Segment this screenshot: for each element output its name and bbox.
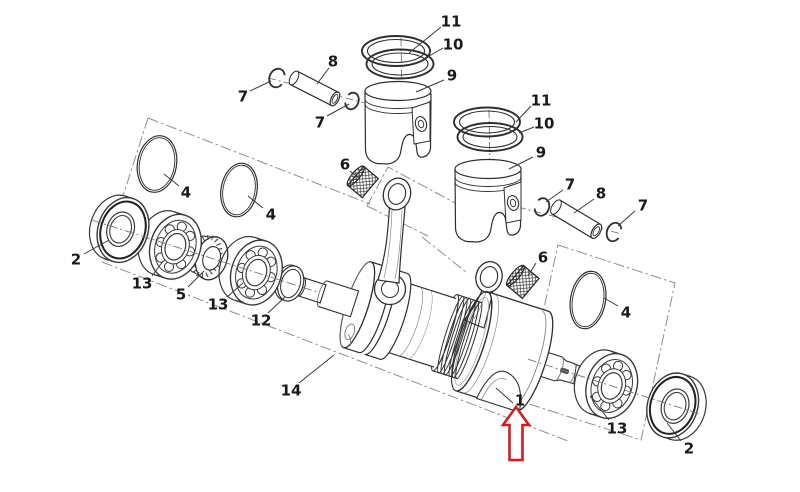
plane-rod-right (421, 236, 467, 273)
leader-line-14 (298, 354, 335, 384)
leader-line-5 (187, 270, 205, 288)
leader-line-7 (617, 210, 636, 227)
circlip-left-inner (344, 91, 360, 111)
bearing-13-right (565, 342, 647, 426)
leader-line-7 (545, 189, 564, 203)
part-label-7: 7 (238, 88, 248, 106)
crank-web-right (451, 291, 554, 413)
part-label-4: 4 (621, 304, 631, 322)
leader-line-10 (518, 126, 535, 134)
part-label-14: 14 (281, 382, 302, 400)
centerline-left (92, 219, 319, 293)
crankshaft-axis-group (80, 187, 716, 448)
part-label-7: 7 (638, 197, 648, 215)
leader-line-9 (415, 79, 445, 93)
circlips (268, 67, 623, 243)
part-label-11: 11 (441, 13, 462, 31)
connecting-rod-left (373, 177, 412, 306)
part-label-13: 13 (607, 420, 628, 438)
leader-line-8 (316, 67, 330, 85)
leader-line-7 (326, 103, 350, 117)
part-label-2: 2 (684, 440, 694, 458)
needle-bearing-6-right (505, 264, 540, 300)
piston-rings-right (453, 106, 524, 152)
plane-left-top-edge (147, 117, 371, 205)
leader-line-6 (349, 170, 360, 179)
leader-line-9 (508, 156, 534, 170)
leader-line-4 (247, 195, 264, 209)
part-label-1: 1 (515, 392, 525, 410)
leader-line-13 (589, 395, 610, 421)
o-ring-right (569, 270, 607, 330)
part-label-8: 8 (596, 185, 606, 203)
leader-line-11 (408, 26, 442, 54)
piston-rings-left (361, 35, 435, 80)
part-label-9: 9 (536, 144, 546, 162)
centerline-right (527, 358, 700, 415)
circlip-left-outer (268, 67, 286, 89)
leader-line-13 (226, 282, 244, 298)
leader-line-6 (527, 262, 537, 277)
circlip-right-inner (533, 197, 551, 217)
piston-left (364, 80, 432, 165)
callout-arrow (500, 404, 532, 462)
o-ring-left-2 (220, 162, 258, 218)
part-label-7: 7 (565, 176, 575, 194)
leader-line-13 (151, 260, 164, 277)
part-label-9: 9 (447, 67, 457, 85)
part-label-10: 10 (534, 115, 555, 133)
leader-line-2 (666, 422, 682, 442)
part-label-10: 10 (443, 36, 464, 54)
part-label-12: 12 (251, 312, 272, 330)
leader-line-4 (163, 173, 180, 187)
part-label-4: 4 (266, 206, 276, 224)
piston-pin-right (550, 199, 603, 239)
gasket-plane-outlines (101, 117, 676, 442)
part-label-13: 13 (132, 275, 153, 293)
part-label-13: 13 (208, 296, 229, 314)
leader-line-4 (603, 297, 619, 307)
part-label-5: 5 (176, 286, 186, 304)
piston-right (454, 158, 522, 243)
centerline-piston-right (488, 109, 491, 169)
leader-line-2 (83, 239, 110, 255)
part-label-6: 6 (538, 249, 548, 267)
leader-line-10 (418, 47, 444, 63)
circlip-right-outer (605, 221, 623, 243)
leader-line-7 (249, 80, 272, 92)
part-label-2: 2 (71, 251, 81, 269)
leader-line-11 (515, 105, 532, 123)
plane-bottom-edge (101, 261, 569, 442)
plane-right-box (522, 244, 676, 441)
part-label-11: 11 (531, 92, 552, 110)
part-labels: 11 10 8 7 7 9 6 11 10 9 7 8 7 6 4 4 4 2 2 13 5 13 12 13 14 1 (71, 13, 694, 458)
part-label-7: 7 (315, 114, 325, 132)
part-label-6: 6 (340, 156, 350, 174)
plane-rod-left (366, 166, 473, 213)
leader-line-8 (573, 198, 595, 214)
piston-pin-left (288, 70, 341, 107)
leader-line-12 (267, 296, 286, 314)
part-label-4: 4 (181, 184, 191, 202)
leader-line-1 (495, 387, 514, 404)
part-label-8: 8 (328, 53, 338, 71)
